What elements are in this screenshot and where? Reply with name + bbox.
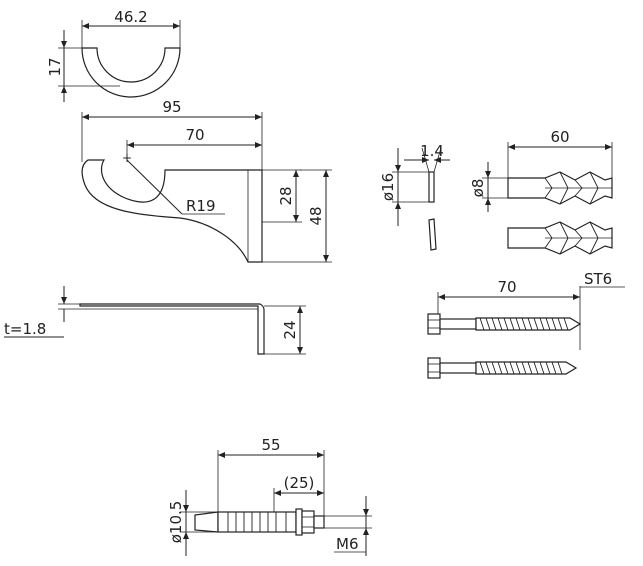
anchor-diameter-label: ø10.5 <box>167 501 185 544</box>
plug-length-label: 60 <box>550 128 569 146</box>
cradle-height-label: 17 <box>46 57 64 76</box>
anchor-bolt-view: 55 (25) ø10.5 M6 <box>167 436 372 556</box>
screw-thread-top <box>475 317 582 331</box>
anchor-length-label: 55 <box>261 436 280 454</box>
bracket-plate-view: t=1.8 24 <box>4 286 306 355</box>
screw-head-top <box>427 313 441 335</box>
anchor-nut <box>301 510 315 534</box>
plate-shape <box>79 303 265 355</box>
plug-diameter-label: ø8 <box>469 179 487 198</box>
washer-angled <box>428 218 437 251</box>
anchor-stud <box>313 515 325 529</box>
wall-plug-view: 60 ø8 <box>469 128 613 255</box>
anchor-sleeve <box>217 511 297 533</box>
cradle-width-label: 46.2 <box>114 8 147 26</box>
plate-thickness-label: t=1.8 <box>4 320 46 338</box>
cradle-shape <box>81 47 181 98</box>
cradle-view: 46.2 17 <box>46 8 181 102</box>
bracket-total-height-label: 48 <box>307 206 325 225</box>
bracket-total-length-label: 95 <box>162 98 181 116</box>
bracket-radius-label: R19 <box>186 197 216 215</box>
anchor-washer <box>295 508 303 536</box>
bracket-view: 95 70 + R19 28 48 <box>81 98 332 263</box>
screw-length-label: 70 <box>497 278 516 296</box>
screw-type-label: ST6 <box>584 270 612 288</box>
screw-shank-top <box>439 318 477 330</box>
bracket-arm-length-label: 70 <box>185 126 204 144</box>
washer-thickness-label: 1.4 <box>420 142 444 160</box>
washer-side <box>428 171 435 203</box>
plate-height-label: 24 <box>281 320 299 339</box>
anchor-thread-length-label: (25) <box>284 474 315 492</box>
washer-view: 1.4 ø16 <box>379 142 450 251</box>
screw-shank-bottom <box>439 362 477 374</box>
anchor-thread-label: M6 <box>336 535 359 553</box>
anchor-cone <box>194 511 219 533</box>
screw-view: 70 ST6 <box>427 270 625 379</box>
bracket-inner-height-label: 28 <box>277 186 295 205</box>
washer-diameter-label: ø16 <box>379 173 397 201</box>
screw-head-bottom <box>427 357 441 379</box>
radius-center-mark: + <box>122 151 132 165</box>
radius-leader-line <box>126 159 183 215</box>
bracket-shape <box>81 159 263 263</box>
